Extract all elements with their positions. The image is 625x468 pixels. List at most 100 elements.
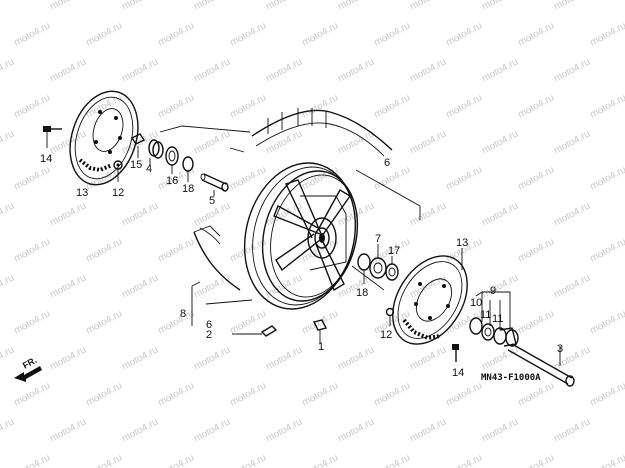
watermark-text: moto4.ru bbox=[0, 272, 16, 300]
watermark-text: moto4.ru bbox=[588, 308, 625, 336]
watermark-text: moto4.ru bbox=[516, 20, 556, 48]
watermark-text: moto4.ru bbox=[228, 92, 268, 120]
watermark-text: moto4.ru bbox=[552, 56, 592, 84]
watermark-text: moto4.ru bbox=[372, 452, 412, 468]
watermark-text: moto4.ru bbox=[120, 200, 160, 228]
callout-8: 8 bbox=[180, 308, 186, 320]
watermark-text: moto4.ru bbox=[372, 380, 412, 408]
watermark-text: moto4.ru bbox=[552, 416, 592, 444]
callout-14-right: 14 bbox=[452, 367, 464, 379]
watermark-text: moto4.ru bbox=[264, 128, 304, 156]
watermark-text: moto4.ru bbox=[264, 56, 304, 84]
callout-10: 10 bbox=[470, 297, 482, 309]
callout-17: 17 bbox=[388, 245, 400, 257]
watermark-text: moto4.ru bbox=[264, 200, 304, 228]
watermark-text: moto4.ru bbox=[48, 0, 88, 13]
watermark-text: moto4.ru bbox=[192, 416, 232, 444]
watermark-text: moto4.ru bbox=[372, 164, 412, 192]
watermark-text: moto4.ru bbox=[588, 92, 625, 120]
watermark-text: moto4.ru bbox=[516, 164, 556, 192]
callout-16: 16 bbox=[166, 175, 178, 187]
watermark-text: moto4.ru bbox=[48, 344, 88, 372]
watermark-text: moto4.ru bbox=[300, 20, 340, 48]
watermark-text: moto4.ru bbox=[0, 200, 16, 228]
callout-5: 5 bbox=[209, 195, 215, 207]
watermark-text: moto4.ru bbox=[588, 236, 625, 264]
callout-13-left: 13 bbox=[76, 187, 88, 199]
front-direction-arrow bbox=[14, 366, 42, 382]
watermark-text: moto4.ru bbox=[552, 0, 592, 13]
callout-3: 3 bbox=[557, 343, 563, 355]
watermark-text: moto4.ru bbox=[444, 164, 484, 192]
watermark-text: moto4.ru bbox=[588, 20, 625, 48]
watermark-text: moto4.ru bbox=[552, 200, 592, 228]
watermark-text: moto4.ru bbox=[552, 128, 592, 156]
watermark-text: moto4.ru bbox=[192, 0, 232, 13]
watermark-text: moto4.ru bbox=[12, 308, 52, 336]
watermark-text: moto4.ru bbox=[588, 452, 625, 468]
watermark-text: moto4.ru bbox=[12, 236, 52, 264]
watermark-text: moto4.ru bbox=[300, 452, 340, 468]
watermark-text: moto4.ru bbox=[300, 92, 340, 120]
watermark-text: moto4.ru bbox=[408, 200, 448, 228]
right-bearings bbox=[357, 244, 399, 284]
watermark-text: moto4.ru bbox=[120, 416, 160, 444]
front-tire bbox=[193, 108, 393, 291]
watermark-text: moto4.ru bbox=[480, 128, 520, 156]
watermark-text: moto4.ru bbox=[156, 236, 196, 264]
watermark-text: moto4.ru bbox=[192, 344, 232, 372]
watermark-text: moto4.ru bbox=[48, 128, 88, 156]
callout-13-right: 13 bbox=[456, 237, 468, 249]
watermark-text: moto4.ru bbox=[156, 20, 196, 48]
watermark-text: moto4.ru bbox=[48, 272, 88, 300]
watermark-text: moto4.ru bbox=[480, 0, 520, 13]
callout-12-left: 12 bbox=[112, 187, 124, 199]
callout-2: 2 bbox=[206, 329, 212, 341]
watermark-text: moto4.ru bbox=[552, 272, 592, 300]
watermark-text: moto4.ru bbox=[444, 452, 484, 468]
watermark-text: moto4.ru bbox=[444, 380, 484, 408]
valve-cap bbox=[312, 319, 328, 344]
watermark-text: moto4.ru bbox=[48, 200, 88, 228]
callout-14-left: 14 bbox=[40, 153, 52, 165]
watermark-text: moto4.ru bbox=[120, 272, 160, 300]
watermark-text: moto4.ru bbox=[84, 92, 124, 120]
watermark-text: moto4.ru bbox=[192, 272, 232, 300]
callout-15: 15 bbox=[130, 159, 142, 171]
watermark-text: moto4.ru bbox=[192, 128, 232, 156]
watermark-text: moto4.ru bbox=[120, 0, 160, 13]
watermark-text: moto4.ru bbox=[516, 380, 556, 408]
watermark-text: moto4.ru bbox=[12, 164, 52, 192]
watermark-text: moto4.ru bbox=[516, 236, 556, 264]
callout-18-right: 18 bbox=[356, 287, 368, 299]
callout-1: 1 bbox=[318, 341, 324, 353]
watermark-text: moto4.ru bbox=[156, 380, 196, 408]
direction-label: FR. bbox=[21, 355, 38, 371]
watermark-text: moto4.ru bbox=[84, 236, 124, 264]
right-brake-disc bbox=[392, 248, 468, 345]
watermark-text: moto4.ru bbox=[408, 344, 448, 372]
disc-nut-left bbox=[113, 160, 123, 182]
watermark-text: moto4.ru bbox=[84, 380, 124, 408]
watermark-text: moto4.ru bbox=[0, 128, 16, 156]
watermark-text: moto4.ru bbox=[0, 56, 16, 84]
watermark-text: moto4.ru bbox=[408, 416, 448, 444]
right-axle-parts bbox=[469, 291, 519, 347]
assembly-guide-lines bbox=[159, 125, 421, 326]
watermark-text: moto4.ru bbox=[264, 344, 304, 372]
watermark-text: moto4.ru bbox=[48, 416, 88, 444]
watermark-text: moto4.ru bbox=[228, 20, 268, 48]
disc-nut-right bbox=[385, 307, 395, 326]
callout-18-left: 18 bbox=[182, 183, 194, 195]
watermark-text: moto4.ru bbox=[372, 20, 412, 48]
watermark-text: moto4.ru bbox=[228, 164, 268, 192]
watermark-text: moto4.ru bbox=[444, 20, 484, 48]
watermark-text: moto4.ru bbox=[372, 92, 412, 120]
watermark-text: moto4.ru bbox=[480, 200, 520, 228]
watermark-text: moto4.ru bbox=[0, 0, 16, 13]
callout-11-a: 11 bbox=[480, 309, 491, 321]
watermark-text: moto4.ru bbox=[12, 92, 52, 120]
disc-bolt-right bbox=[452, 344, 459, 362]
